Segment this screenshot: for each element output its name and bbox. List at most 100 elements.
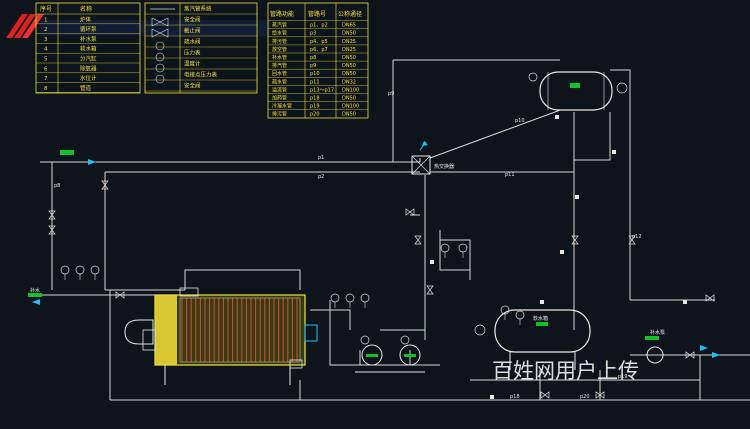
pipe-table-cell: DN32 <box>342 79 356 85</box>
pipe-table-cell: p3 <box>310 31 316 37</box>
pipe-table-cell: DN50 <box>342 71 356 77</box>
gauge-symbol <box>155 52 165 62</box>
pipe-table-cell: p13～p17 <box>310 87 334 93</box>
legend1-row-name: 软水箱 <box>80 45 97 53</box>
label-p8: p8 <box>54 183 60 189</box>
valve-symbol <box>151 17 169 27</box>
label-soft-water-tank: 软水箱 <box>533 315 548 322</box>
pipe-table-header-function: 管路功能 <box>270 10 294 18</box>
pipe-table-cell: p8 <box>310 55 316 61</box>
label-p18: p18 <box>510 394 520 400</box>
pipe-table-cell: p6、p7 <box>310 47 328 53</box>
valve-icon <box>705 294 715 302</box>
legend2-row-label: 蒸汽管系统 <box>184 5 212 13</box>
pipe-table-cell: 溢流管 <box>272 86 287 93</box>
valves <box>48 180 715 399</box>
logo <box>6 14 270 38</box>
legend1-row-name: 循环泵 <box>80 25 97 33</box>
soft-water-tank <box>474 309 591 370</box>
pipe-table-cell: p10 <box>310 71 320 77</box>
legend1-header-name: 名称 <box>80 5 92 13</box>
legend1-row-name: 补水泵 <box>80 35 97 43</box>
gauge-icon <box>360 293 370 303</box>
main-piping <box>40 59 750 401</box>
trap-symbol <box>155 41 165 51</box>
pipe-table-cell: 加药管 <box>272 95 287 102</box>
valve-icon <box>48 225 56 235</box>
valve-icon <box>414 235 422 245</box>
legend1-row-name: 管道 <box>80 84 92 92</box>
valve-icon <box>48 210 56 220</box>
label-makeup-pump: 补水泵 <box>650 329 665 336</box>
valve-icon <box>595 391 605 399</box>
legend1-row-no: 6 <box>44 66 48 72</box>
boiler <box>124 287 318 385</box>
gauge-icon <box>75 265 85 275</box>
pipe-table-cell: DN100 <box>342 104 359 110</box>
pipe-table-cell: DN50 <box>342 55 356 61</box>
steam-out-indicator <box>60 150 74 155</box>
pipe-table-cell: p4、p5 <box>310 39 328 45</box>
pipe-table-cell: 蒸汽管 <box>272 22 287 29</box>
pipe-table-cell: 回水管 <box>272 70 287 77</box>
pipe-table-cell: DN65 <box>342 23 356 29</box>
legend1-row-no: 5 <box>44 57 48 63</box>
pipe-table-header-number: 管路号 <box>308 10 326 18</box>
pipe-table-cell: DN100 <box>342 87 359 93</box>
gauge-icon <box>440 243 450 253</box>
legend1-row-name: 分汽缸 <box>80 55 97 63</box>
pipe-table-cell: p19 <box>310 104 320 110</box>
pipe-table-cell: 放空管 <box>272 46 287 53</box>
flow-arrows <box>28 150 720 358</box>
pipe-table-cell: p20 <box>310 112 320 118</box>
legend1-row-name: 炉体 <box>80 15 92 23</box>
pipe-table-cell: p9 <box>310 63 316 69</box>
pipe-table-cell: DN50 <box>342 112 356 118</box>
gauges <box>60 243 525 325</box>
coil-frame <box>179 297 301 363</box>
water-out-indicator <box>28 293 42 297</box>
pipe-table-cell: 补水管 <box>272 54 287 61</box>
pipe-table-cell: DN50 <box>342 31 356 37</box>
label-heat-exchanger: 热交换器 <box>434 163 454 170</box>
legend2-row-label: 安全阀 <box>184 82 201 90</box>
valve-icon <box>571 235 579 245</box>
legend2-row-label: 截止阀 <box>184 27 201 35</box>
feed-pumps <box>355 335 425 373</box>
pipe-table-cell: DN50 <box>342 63 356 69</box>
pipe-table-cell: 给水管 <box>272 30 287 37</box>
valve-icon <box>426 285 434 295</box>
pipe-table-header-dn: 公称通径 <box>338 10 362 18</box>
contact-gauge-symbol <box>155 74 165 84</box>
legend2-row-label: 疏水阀 <box>184 38 201 46</box>
legend1-row-no: 8 <box>44 86 48 92</box>
label-p19: p19 <box>618 374 628 380</box>
pipe-table-cell: DN50 <box>342 96 356 102</box>
deaerator-tank <box>528 71 628 111</box>
watermark: 百姓网用户上传 <box>492 359 639 383</box>
makeup-pump <box>645 336 664 364</box>
thermometer-symbol <box>155 63 165 73</box>
gauge-icon <box>330 293 340 303</box>
valve-icon <box>101 180 109 190</box>
valve-icon <box>115 291 125 299</box>
legend1-row-no: 2 <box>44 27 48 33</box>
legend1-header-no: 序号 <box>40 5 52 13</box>
pipe-table-cell: p1、p2 <box>310 23 328 29</box>
pipe-table-cell: p18 <box>310 96 320 102</box>
label-water-in: 补水 <box>30 287 40 294</box>
label-p2: p2 <box>318 174 324 180</box>
pipe-table-cell: 排汽管 <box>272 62 287 69</box>
label-p9: p9 <box>388 91 394 97</box>
label-p1: p1 <box>318 155 324 161</box>
pipe-table-cell: DN25 <box>342 39 356 45</box>
label-p10: p10 <box>515 118 525 124</box>
label-p12: p12 <box>632 234 642 240</box>
legend1-row-no: 4 <box>44 47 48 53</box>
pipe-table-cell: 排污管 <box>272 111 287 118</box>
gauge-icon <box>515 310 525 320</box>
